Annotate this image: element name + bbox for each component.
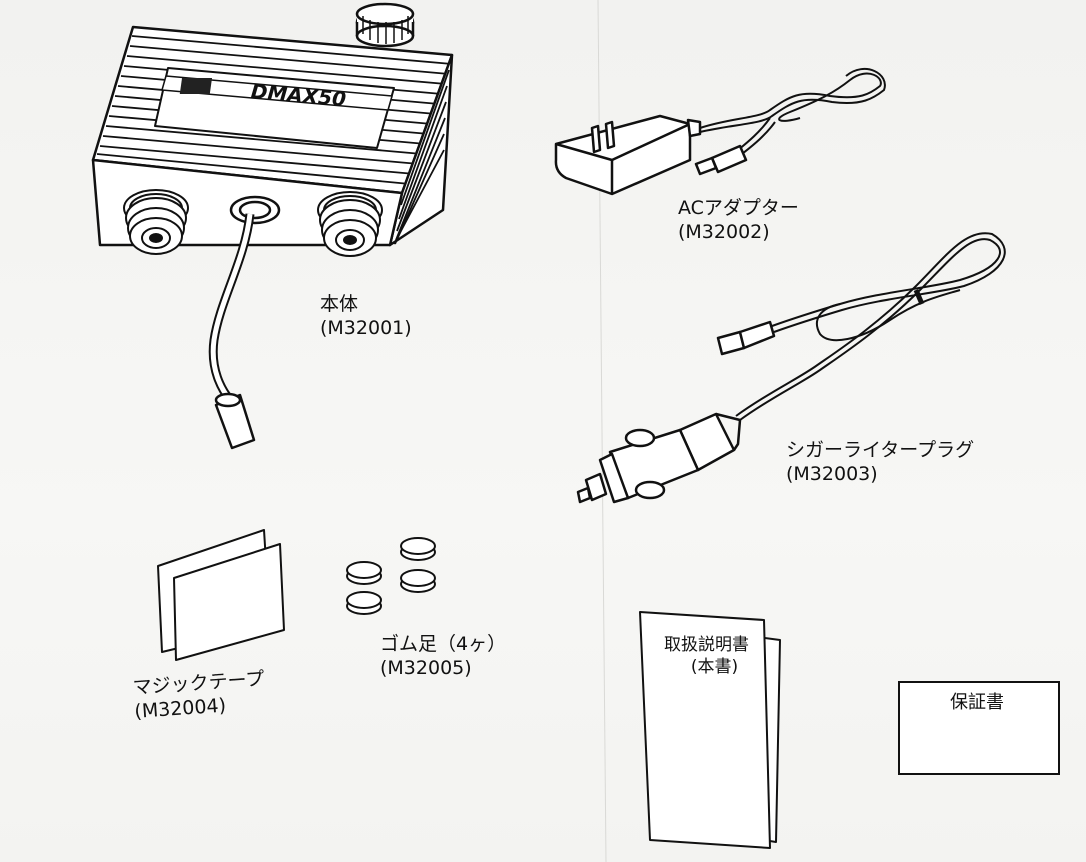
main-unit-part-no: (M32001) [320, 317, 412, 339]
warranty-card [898, 681, 1060, 775]
main-unit-illustration [91, 2, 454, 450]
rubber-feet-name: ゴム足（4ヶ） [380, 633, 507, 655]
ac-adapter-part-no: (M32002) [678, 221, 770, 243]
cigar-plug-illustration [576, 232, 1006, 504]
manual-subtitle: (本書) [690, 657, 739, 677]
manual-label: 取扱説明書 (本書) [664, 634, 749, 678]
main-unit-label: 本体 (M32001) [320, 292, 412, 340]
cigar-plug-label: シガーライタープラグ (M32003) [786, 438, 974, 486]
velcro-tape-label: マジックテープ (M32004) [132, 667, 267, 724]
rubber-feet-part-no: (M32005) [380, 657, 472, 679]
velcro-tape-illustration [157, 529, 285, 661]
main-unit-name: 本体 [320, 293, 359, 315]
manual-title: 取扱説明書 [664, 635, 749, 655]
rubber-feet-label: ゴム足（4ヶ） (M32005) [380, 632, 506, 680]
ac-adapter-name: ACアダプター [678, 197, 799, 219]
cigar-plug-name: シガーライタープラグ [786, 439, 975, 461]
warranty-title: 保証書 [950, 692, 1004, 713]
rubber-feet-illustration [346, 537, 436, 615]
ac-adapter-illustration [554, 67, 886, 196]
manual-illustration [639, 611, 781, 849]
ac-adapter-label: ACアダプター (M32002) [678, 196, 799, 244]
cigar-plug-part-no: (M32003) [786, 463, 878, 485]
